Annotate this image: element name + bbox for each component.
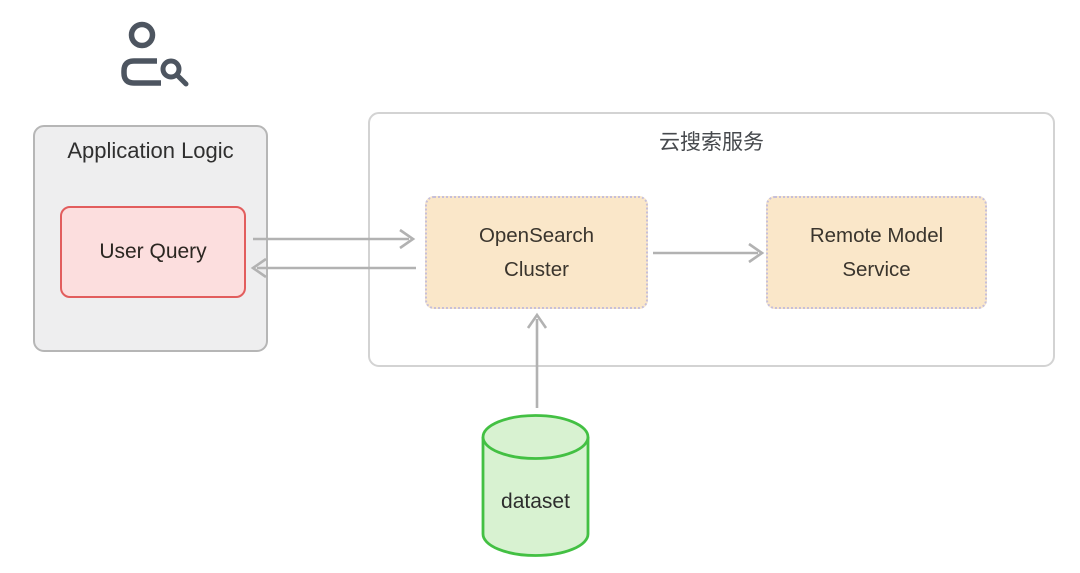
user-query-node: User Query [60, 206, 246, 298]
opensearch-cluster-label: OpenSearch Cluster [478, 224, 595, 281]
user-search-icon [121, 21, 189, 87]
remote-model-service-node: Remote Model Service [766, 196, 987, 309]
remote-model-service-label: Remote Model Service [809, 224, 944, 281]
dataset-label: dataset [501, 490, 570, 513]
user-query-label: User Query [99, 240, 207, 263]
cloud-search-service-title: 云搜索服务 [659, 131, 764, 154]
opensearch-cluster-node: OpenSearch Cluster [425, 196, 648, 309]
dataset-cylinder [481, 414, 590, 557]
application-logic-title: Application Logic [67, 138, 234, 163]
